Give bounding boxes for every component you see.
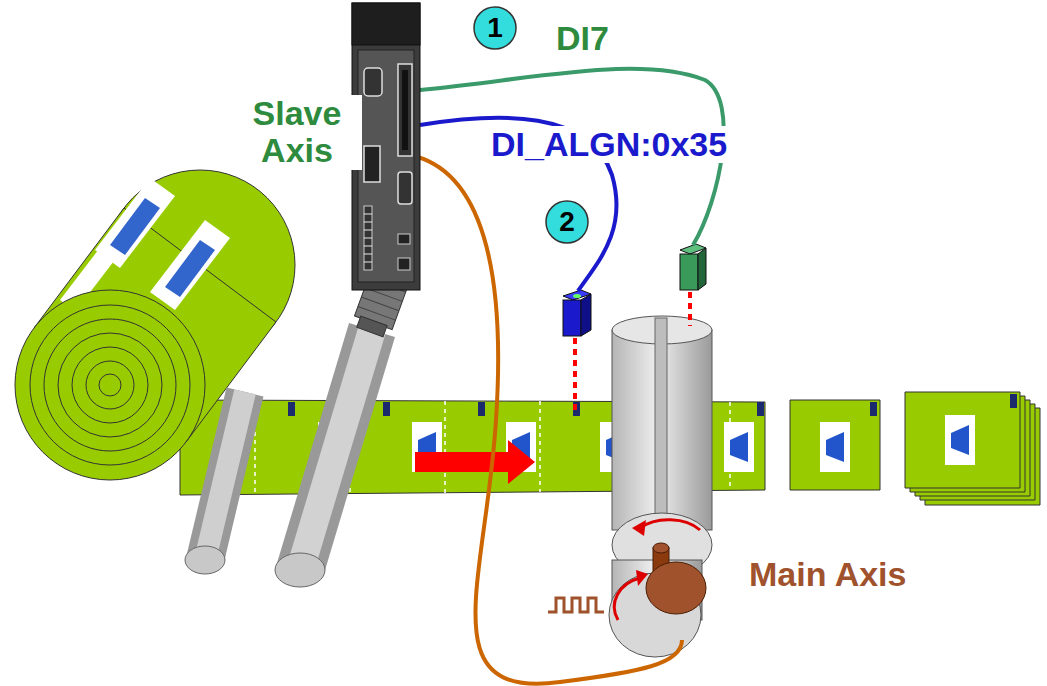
servo-drive-part [398, 234, 410, 244]
callout-number: 1 [487, 13, 503, 44]
material-roll-part [165, 240, 215, 297]
sensors-part [698, 248, 706, 290]
material-roll-part [44, 319, 176, 451]
servo-drive-part [398, 258, 410, 270]
sensors [563, 244, 706, 414]
cut-sheets-part [870, 402, 877, 416]
servo-drive-part [352, 3, 420, 290]
guide-rollers [185, 264, 411, 587]
callout-circle-part [546, 201, 588, 243]
material-roll-part [58, 333, 162, 437]
guide-rollers-part [300, 330, 372, 570]
guide-rollers-part [358, 306, 396, 320]
cut-sheets-part [905, 392, 1020, 488]
sensors-part [581, 294, 591, 336]
servo-drive-part [364, 238, 372, 239]
pulse-symbol [548, 598, 604, 612]
signal-name: DI_ALGN:0x35 [488, 126, 730, 163]
part-name: Slave Axis [232, 95, 362, 170]
guide-rollers-part [205, 392, 245, 560]
sensors-part [573, 338, 577, 414]
cutter-roll-part [640, 520, 700, 530]
servo-drive-part [364, 146, 380, 182]
guide-rollers-part [361, 297, 399, 311]
guide-rollers-part [275, 553, 325, 587]
paper-web-part [730, 432, 748, 462]
material-roll-part [60, 178, 230, 312]
servo-drive [352, 3, 420, 290]
paper-web-part [383, 402, 390, 416]
cutter-roll-part [632, 520, 646, 536]
servo-drive-part [398, 172, 412, 204]
servo-drive-part [402, 70, 408, 150]
signal-name: DI7 [553, 20, 612, 57]
servo-drive-part [352, 3, 420, 45]
cut-sheets-part [1010, 394, 1017, 408]
sensors-part [688, 292, 692, 326]
paper-web-part [724, 422, 754, 472]
direction-arrow [415, 440, 535, 484]
paper-web-part [539, 401, 541, 492]
cut-sheets [790, 392, 1040, 505]
material-roll-part [150, 220, 230, 310]
servo-drive-part [364, 222, 372, 223]
servo-drive-part [364, 246, 372, 247]
servo-drive-part [364, 230, 372, 231]
paper-web-part [757, 402, 764, 416]
guide-rollers-part [205, 392, 245, 560]
servo-drive-part [364, 254, 372, 255]
paper-web-part [478, 402, 485, 416]
part-name: Main Axis [746, 556, 909, 593]
material-roll-part [30, 305, 190, 465]
cutter-roll-part [636, 570, 648, 586]
servo-drive-part [364, 262, 372, 263]
servo-drive-part [358, 50, 414, 282]
servo-drive-part [398, 64, 412, 156]
material-roll-part [30, 305, 190, 465]
cut-sheets-part [945, 415, 975, 465]
cutter-roll-part [646, 562, 706, 614]
guide-rollers-part [185, 546, 225, 574]
servo-drive-part [364, 206, 372, 270]
guide-rollers-part [300, 330, 372, 570]
cutter-roll-part [614, 578, 640, 620]
material-roll-part [15, 290, 205, 480]
material-roll-part [110, 198, 160, 255]
cut-sheets-part [790, 400, 880, 490]
cutter-roll-part [653, 543, 669, 553]
paper-web-part [288, 402, 295, 416]
servo-drive-part [364, 214, 372, 262]
material-roll-part [72, 347, 148, 423]
guide-rollers-part [357, 316, 387, 337]
material-roll-part [110, 198, 215, 297]
material-roll-part [86, 361, 134, 409]
material-roll-part [99, 374, 121, 396]
cut-sheets-part [820, 422, 850, 472]
cut-sheets-part [826, 432, 844, 462]
servo-drive-part [364, 68, 382, 96]
servo-drive-part [364, 214, 372, 215]
callout-number: 2 [559, 207, 575, 238]
paper-web-part [444, 401, 446, 493]
sensors-part [563, 300, 581, 336]
cutter-roll [609, 316, 712, 657]
callout-circle-part [474, 7, 516, 49]
sensors-part [573, 294, 581, 298]
signal-cables-part [410, 155, 682, 684]
cutter-roll-part [655, 318, 667, 533]
sensors-part [680, 254, 698, 290]
cut-sheets-part [951, 425, 969, 455]
